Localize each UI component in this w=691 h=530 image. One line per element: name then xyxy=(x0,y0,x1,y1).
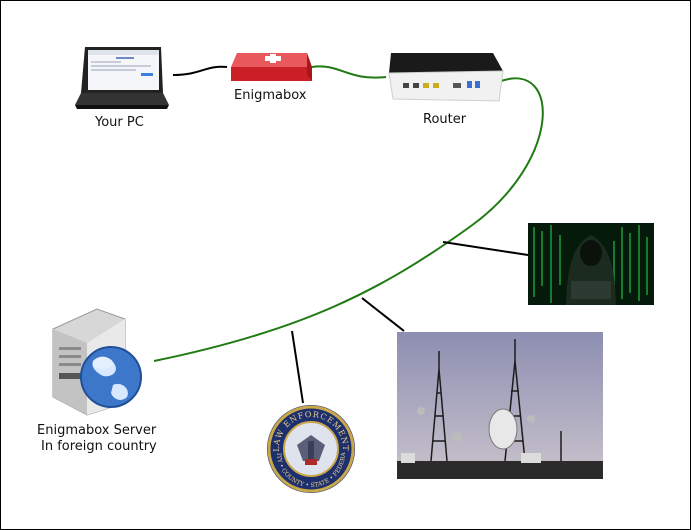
label-router: Router xyxy=(423,112,467,127)
router-icon xyxy=(388,53,504,102)
pc-enigmabox-cable xyxy=(172,65,228,76)
router-server-link xyxy=(153,77,544,362)
tap-line-towers xyxy=(361,297,405,332)
antenna-towers-image xyxy=(397,332,603,479)
laptop-icon xyxy=(75,47,169,109)
label-enigmabox: Enigmabox xyxy=(234,88,307,103)
enigmabox-router-cable xyxy=(311,65,387,79)
server-globe-icon xyxy=(52,308,142,416)
label-server-line2: In foreign country xyxy=(41,439,157,454)
label-your-pc: Your PC xyxy=(95,115,144,130)
tap-line-law xyxy=(291,330,304,404)
label-server-line1: Enigmabox Server xyxy=(37,423,157,438)
tap-line-hacker xyxy=(442,241,529,256)
hacker-image xyxy=(528,223,654,305)
enigmabox-device-icon xyxy=(231,53,312,81)
